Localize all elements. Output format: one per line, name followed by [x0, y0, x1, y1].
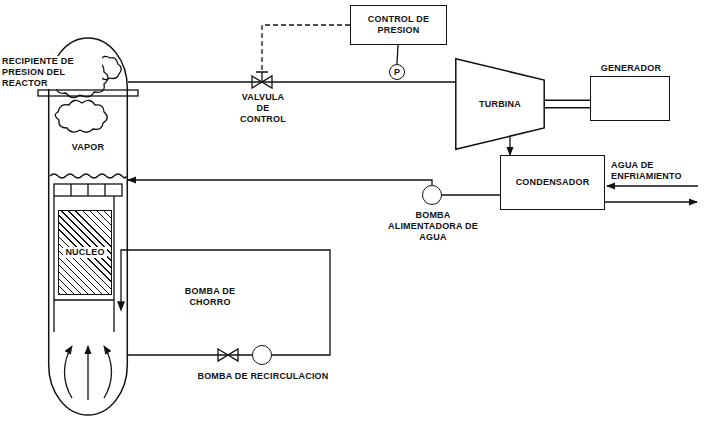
jet-pump-label: BOMBA DE CHORRO	[178, 286, 242, 308]
steam-cloud	[55, 100, 107, 132]
flow-arrow	[87, 346, 88, 400]
pressure-sensor: P	[389, 64, 405, 80]
connector-group	[397, 45, 398, 64]
steam-separator	[54, 184, 122, 196]
core-shroud	[54, 196, 114, 332]
pipe-line	[128, 180, 432, 185]
connector-group	[128, 82, 455, 83]
valve-stem	[256, 72, 268, 82]
pipe-line	[128, 250, 330, 355]
reactor-core: NUCLEO	[58, 210, 112, 295]
recirculation-pump: BOMBA DE RECIRCULACION	[252, 345, 272, 365]
flow-arrow	[65, 346, 73, 398]
control-signal-line	[262, 25, 350, 72]
node-label: TURBINA	[479, 99, 521, 110]
steam-separator	[71, 184, 105, 196]
node-heading: BOMBA ALIMENTADORA DE AGUA	[378, 210, 488, 243]
turbine-shaft	[545, 100, 590, 109]
cooling-water-out	[605, 201, 697, 202]
connector-group	[442, 195, 500, 196]
node-label: P	[394, 67, 400, 78]
generator-box: GENERADOR	[590, 76, 670, 121]
node-heading: BOMBA DE RECIRCULACION	[188, 371, 338, 382]
feedwater-pump: BOMBA ALIMENTADORA DE AGUA	[422, 185, 442, 205]
connector-group	[510, 137, 511, 155]
control-box: CONTROL DE PRESION	[350, 5, 447, 45]
connector-group	[128, 250, 330, 355]
node-label: NUCLEO	[63, 247, 106, 258]
connector-group	[128, 180, 432, 185]
valve-label: VALVULA DE CONTROL	[240, 92, 286, 125]
shaft-core	[545, 101, 590, 107]
turbine-casing	[456, 59, 544, 149]
reactor-vessel: NUCLEORECIPIENTE DE PRESION DEL REACTORV…	[48, 38, 128, 415]
flow-arrow	[104, 346, 112, 398]
node-heading: VAPOR	[63, 142, 113, 153]
pipe-line	[397, 45, 398, 64]
connector-group	[128, 355, 252, 356]
vessel-flange	[38, 90, 138, 96]
pipe-line	[128, 81, 455, 82]
condenser-box: CONDENSADOR	[500, 155, 605, 210]
pipe-line	[509, 137, 510, 155]
water-surface	[50, 174, 126, 178]
node-heading: RECIPIENTE DE PRESION DEL REACTOR	[2, 56, 102, 89]
node-heading: GENERADOR	[581, 63, 681, 74]
pipe-line	[128, 354, 252, 355]
cooling-water-in	[607, 185, 698, 186]
cooling-water-label: AGUA DE ENFRIAMIENTO	[611, 160, 703, 182]
vessel-outline	[48, 38, 128, 415]
vessel-wall	[49, 38, 128, 415]
node-label: CONDENSADOR	[516, 177, 590, 188]
node-label: CONTROL DE PRESION	[355, 14, 442, 36]
turbine: TURBINA	[455, 58, 545, 150]
pipe-line	[442, 194, 500, 195]
connector-group	[545, 104, 590, 105]
jet-pump-nozzle	[118, 302, 124, 310]
